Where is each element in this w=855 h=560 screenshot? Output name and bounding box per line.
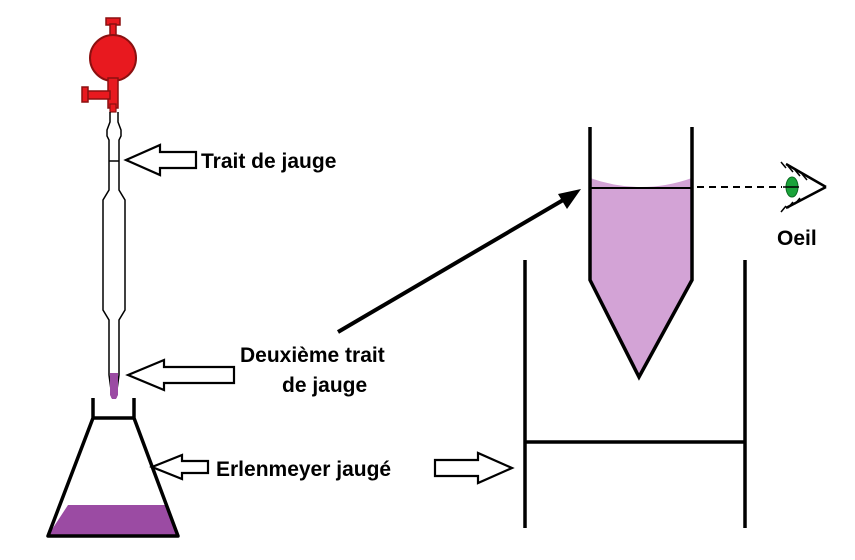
arrow-deuxieme-trait bbox=[125, 358, 236, 392]
arrow-erlenmeyer bbox=[149, 453, 210, 481]
erlenmeyer-flask bbox=[46, 398, 180, 538]
tube-liquid bbox=[590, 178, 692, 376]
label-oeil: Oeil bbox=[777, 227, 817, 250]
eye-icon bbox=[780, 161, 827, 213]
label-deuxieme-trait-line2: de jauge bbox=[282, 374, 367, 397]
pipette-bulb-icon bbox=[81, 17, 137, 113]
pipette-liquid bbox=[110, 373, 118, 395]
pointer-arrow bbox=[336, 189, 581, 334]
arrow-to-volumetric-flask bbox=[433, 451, 515, 485]
flask-liquid bbox=[47, 505, 178, 537]
label-deuxieme-trait-line1: Deuxième trait bbox=[240, 344, 385, 367]
arrow-trait-de-jauge bbox=[123, 143, 198, 177]
label-erlenmeyer: Erlenmeyer jaugé bbox=[216, 458, 391, 481]
pipette bbox=[102, 112, 126, 398]
label-trait-de-jauge: Trait de jauge bbox=[201, 150, 336, 173]
volumetric-flask-detail bbox=[523, 127, 747, 528]
pipette-tip-liquid bbox=[110, 395, 118, 399]
